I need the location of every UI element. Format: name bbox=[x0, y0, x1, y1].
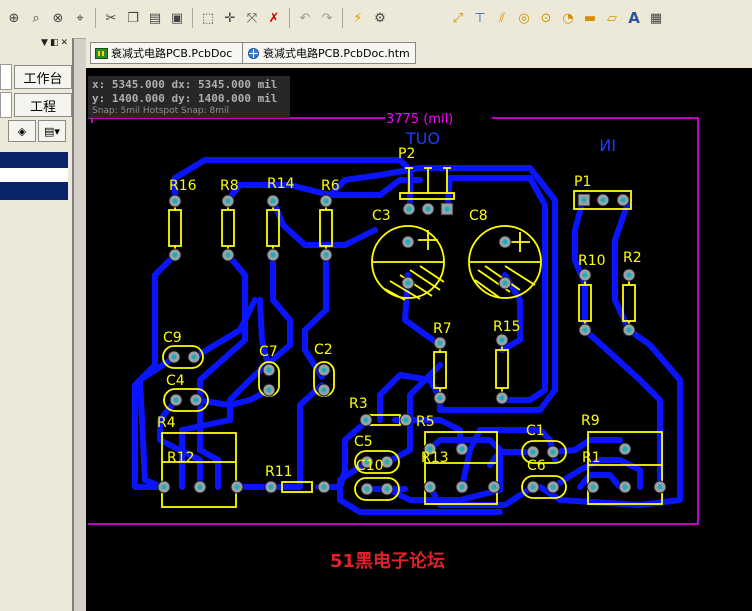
label-c10: C10 bbox=[356, 458, 384, 474]
pcb-doc-icon bbox=[95, 47, 108, 59]
panel-tab-strip[interactable] bbox=[0, 92, 12, 118]
interactive-route-icon[interactable]: ⤢ bbox=[452, 10, 464, 26]
toolbar-separator bbox=[342, 8, 343, 28]
select-area-icon[interactable]: ⬚ bbox=[201, 10, 215, 26]
label-c7: C7 bbox=[259, 344, 278, 360]
cut-icon[interactable]: ✂ bbox=[105, 10, 117, 26]
tab-pcb-html[interactable]: 衰减式电路PCB.PcbDoc.htm bbox=[242, 42, 416, 64]
redo-icon[interactable]: ↷ bbox=[321, 10, 333, 26]
label-c9: C9 bbox=[163, 330, 182, 346]
workbench-button[interactable]: 工作台 bbox=[14, 65, 72, 89]
label-r2: R2 bbox=[623, 250, 642, 266]
place-arc-icon[interactable]: ◔ bbox=[562, 10, 574, 26]
rubber-stamp-icon[interactable]: ▣ bbox=[170, 10, 184, 26]
label-p1: P1 bbox=[574, 174, 591, 190]
dimension-label: 3775 (mil) bbox=[386, 112, 453, 127]
toolbar-separator bbox=[289, 8, 290, 28]
tab-pcb-doc[interactable]: 衰减式电路PCB.PcbDoc bbox=[90, 42, 244, 64]
label-r1: R1 bbox=[582, 450, 601, 466]
place-polygon-icon[interactable]: ▱ bbox=[607, 10, 617, 26]
copy-icon[interactable]: ❐ bbox=[127, 10, 139, 26]
label-c2: C2 bbox=[314, 342, 333, 358]
zoom-select-icon[interactable]: ⊗ bbox=[52, 10, 64, 26]
tab-label: 衰减式电路PCB.PcbDoc.htm bbox=[263, 47, 410, 60]
coord-line-x: x: 5345.000 dx: 5345.000 mil bbox=[92, 78, 278, 91]
html-doc-icon bbox=[247, 47, 260, 59]
snap-info: Snap: 5mil Hotspot Snap: 8mil bbox=[92, 106, 230, 116]
coordinate-hud: x: 5345.000 dx: 5345.000 mil y: 1400.000… bbox=[88, 76, 290, 118]
project-tree-item[interactable] bbox=[0, 168, 68, 182]
panel-header: ▼ ◧ ✕ bbox=[0, 38, 72, 54]
paste-icon[interactable]: ▤ bbox=[148, 10, 162, 26]
label-c3: C3 bbox=[372, 208, 391, 224]
label-r14: R14 bbox=[267, 176, 295, 192]
project-options-icon[interactable]: ▤▾ bbox=[38, 120, 66, 142]
pad-holes bbox=[161, 197, 663, 492]
toolbar-left-group: ⊕ ⌕ ⊗ ⌖ ✂ ❐ ▤ ▣ ⬚ ✛ ⤧ ✗ ↶ ↷ ⚡ ⚙ bbox=[4, 8, 390, 28]
label-r9: R9 bbox=[581, 413, 600, 429]
coord-line-y: y: 1400.000 dy: 1400.000 mil bbox=[92, 92, 278, 105]
panel-pin-icon[interactable]: ◧ bbox=[49, 38, 59, 48]
label-r16: R16 bbox=[169, 178, 197, 194]
multi-route-icon[interactable]: ⫽ bbox=[499, 10, 505, 26]
label-c5: C5 bbox=[354, 434, 373, 450]
toolbar-separator bbox=[192, 8, 193, 28]
document-tabbar: 衰减式电路PCB.PcbDoc 衰减式电路PCB.PcbDoc.htm bbox=[86, 38, 752, 68]
place-pad-icon[interactable]: ⊙ bbox=[540, 10, 552, 26]
main-toolbar: ⊕ ⌕ ⊗ ⌖ ✂ ❐ ▤ ▣ ⬚ ✛ ⤧ ✗ ↶ ↷ ⚡ ⚙ ⤢ ⊤ ⫽ ◎ … bbox=[0, 0, 752, 39]
pcb-canvas[interactable]: 3775 (mil) bbox=[86, 68, 752, 611]
label-r3: R3 bbox=[349, 396, 368, 412]
left-panel: ▼ ◧ ✕ 工作台 工程 ◈ ▤▾ bbox=[0, 38, 74, 611]
toolbar-separator bbox=[95, 8, 96, 28]
panel-menu-icon[interactable]: ▼ bbox=[41, 38, 48, 48]
rules-icon[interactable]: ⚙ bbox=[374, 10, 386, 26]
diff-pair-icon[interactable]: ⊤ bbox=[474, 10, 486, 26]
bottom-layer-labels: OUT IN bbox=[406, 129, 616, 155]
traces bbox=[132, 157, 683, 515]
deselect-icon[interactable]: ⤧ bbox=[246, 10, 258, 26]
label-c1: C1 bbox=[526, 423, 545, 439]
place-fill-icon[interactable]: ▬ bbox=[583, 10, 597, 26]
label-r15: R15 bbox=[493, 319, 521, 335]
view-options-icon[interactable]: ◈ bbox=[8, 120, 36, 142]
label-r11: R11 bbox=[265, 464, 293, 480]
tab-label: 衰减式电路PCB.PcbDoc bbox=[111, 47, 233, 60]
place-string-icon[interactable]: A bbox=[628, 9, 640, 27]
label-r10: R10 bbox=[578, 253, 606, 269]
label-c4: C4 bbox=[166, 373, 185, 389]
place-via-icon[interactable]: ◎ bbox=[518, 10, 530, 26]
label-r4: R4 bbox=[157, 415, 176, 431]
label-r8: R8 bbox=[220, 178, 239, 194]
toolbar-right-group: ⤢ ⊤ ⫽ ◎ ⊙ ◔ ▬ ▱ A ▦ bbox=[448, 8, 666, 28]
board-outline bbox=[88, 117, 699, 525]
mirrored-label-in: IN bbox=[599, 136, 616, 155]
browse-icon[interactable]: ⌖ bbox=[76, 10, 84, 26]
label-r5: R5 bbox=[416, 414, 435, 430]
clear-icon[interactable]: ✗ bbox=[268, 10, 280, 26]
label-p2: P2 bbox=[398, 146, 415, 162]
move-icon[interactable]: ✛ bbox=[224, 10, 236, 26]
undo-icon[interactable]: ↶ bbox=[299, 10, 311, 26]
component-labels: R16 R8 R14 R6 P2 C3 C8 P1 R10 R2 R7 R15 … bbox=[157, 146, 642, 480]
label-r6: R6 bbox=[321, 178, 340, 194]
label-r12: R12 bbox=[167, 450, 195, 466]
mirrored-label-out: OUT bbox=[406, 129, 440, 148]
zoom-area-icon[interactable]: ⌕ bbox=[32, 10, 40, 26]
project-button[interactable]: 工程 bbox=[14, 93, 72, 117]
label-c8: C8 bbox=[469, 208, 488, 224]
label-r13: R13 bbox=[421, 450, 449, 466]
cross-probe-icon[interactable]: ⚡ bbox=[353, 10, 363, 26]
forum-watermark: 51黑电子论坛 bbox=[330, 551, 446, 572]
pcb-board-drawing: 3775 (mil) bbox=[88, 112, 699, 525]
panel-close-icon[interactable]: ✕ bbox=[60, 38, 68, 48]
panel-tab-strip[interactable] bbox=[0, 64, 12, 90]
project-tree-selection[interactable] bbox=[0, 182, 68, 200]
component-icon[interactable]: ▦ bbox=[649, 10, 663, 26]
project-tree-selection[interactable] bbox=[0, 152, 68, 168]
label-c6: C6 bbox=[527, 458, 546, 474]
label-r7: R7 bbox=[433, 321, 452, 337]
zoom-fit-icon[interactable]: ⊕ bbox=[8, 10, 20, 26]
